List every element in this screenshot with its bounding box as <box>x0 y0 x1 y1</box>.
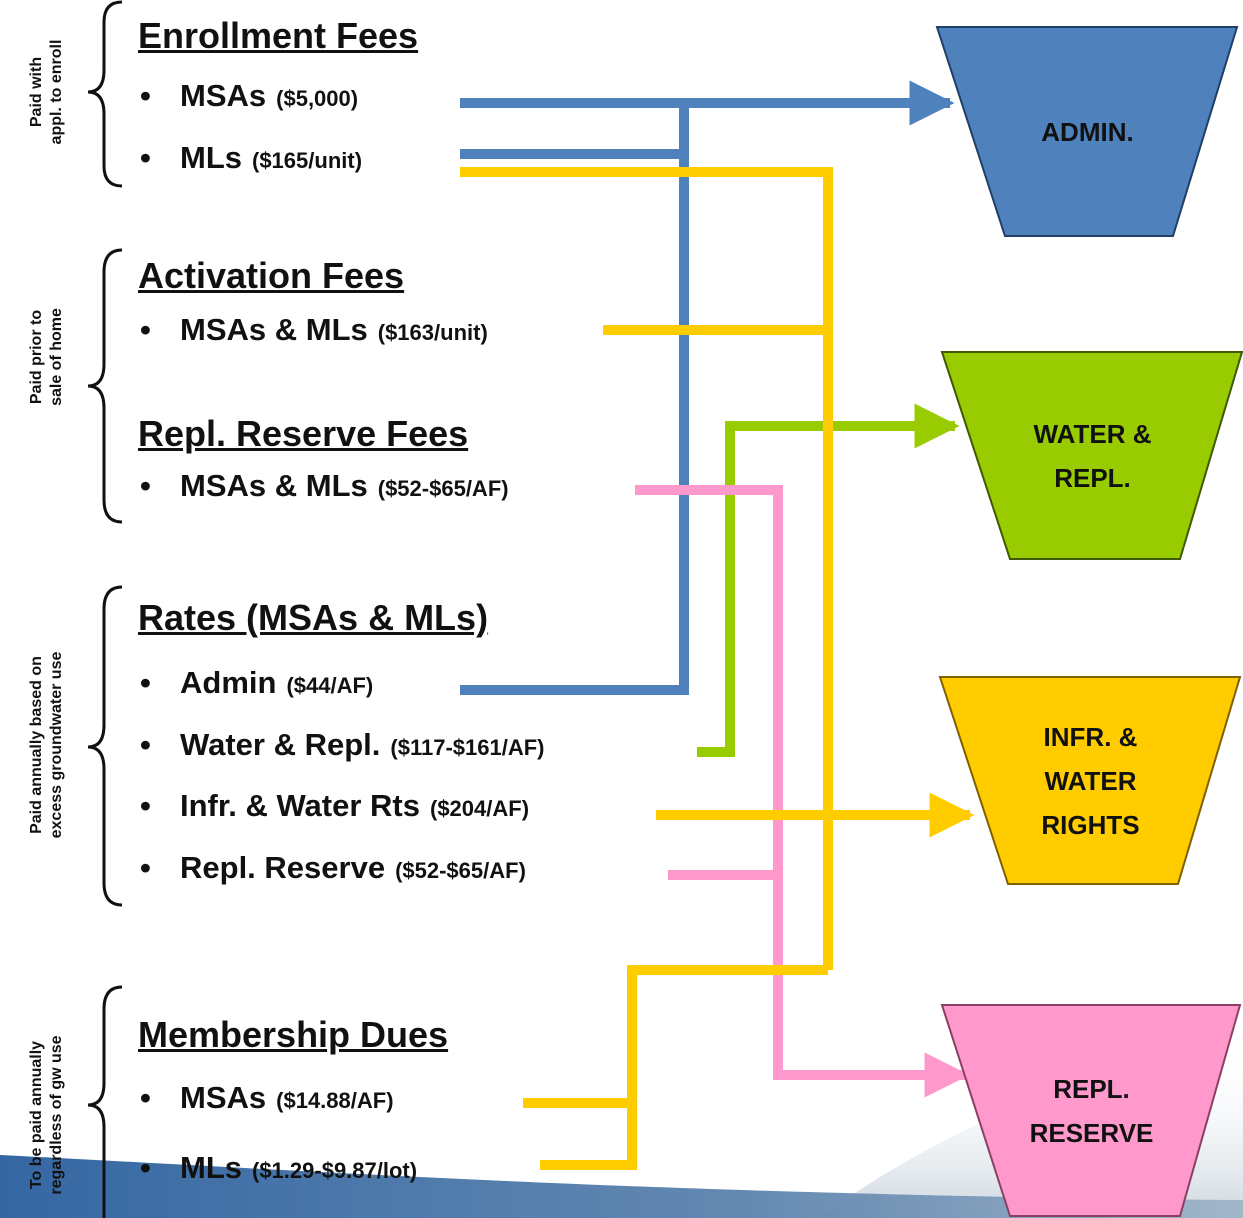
item-rates-water: •Water & Repl.($117-$161/AF) <box>140 727 545 762</box>
flow-infra-ml <box>460 167 833 970</box>
item-rates-infra: •Infr. & Water Rts($204/AF) <box>140 788 530 823</box>
flow-infra-dues <box>540 965 828 1170</box>
flow-reserve-fees <box>635 485 783 880</box>
bucket-water-shape <box>940 351 1243 560</box>
item-enroll-ml: •MLs($165/unit) <box>140 140 363 175</box>
item-rates-reserve: •Repl. Reserve($52-$65/AF) <box>140 850 526 885</box>
flow-water <box>697 403 960 757</box>
bucket-infra-shape <box>938 676 1242 885</box>
flow-admin-trunk <box>460 103 689 695</box>
heading-repl-reserve-fees: Repl. Reserve Fees <box>138 413 469 454</box>
bucket-admin-shape <box>935 26 1239 237</box>
bucket-water-repl: WATER &REPL. <box>1033 419 1152 493</box>
heading-enrollment-fees: Enrollment Fees <box>138 15 419 56</box>
heading-rates: Rates (MSAs & MLs) <box>138 597 489 638</box>
bucket-repl-reserve: REPL.RESERVE <box>1029 1073 1154 1148</box>
brace-activation <box>87 248 123 524</box>
item-dues-msa: •MSAs($14.88/AF) <box>140 1080 394 1115</box>
bucket-admin: ADMIN. <box>1041 117 1134 147</box>
heading-membership-dues: Membership Dues <box>138 1014 449 1055</box>
item-activation: •MSAs & MLs($163/unit) <box>140 312 488 347</box>
item-rates-admin: •Admin($44/AF) <box>140 665 374 700</box>
item-dues-ml: •MLs($1.29-$9.87/lot) <box>140 1150 418 1185</box>
bucket-reserve-shape <box>940 1004 1242 1217</box>
brace-enrollment <box>87 0 123 188</box>
brace-dues <box>87 985 123 1218</box>
item-repl-reserve-fees: •MSAs & MLs($52-$65/AF) <box>140 468 509 503</box>
brace-rates <box>87 585 123 907</box>
heading-activation-fees: Activation Fees <box>138 255 405 296</box>
item-enroll-msa: •MSAs($5,000) <box>140 78 359 113</box>
